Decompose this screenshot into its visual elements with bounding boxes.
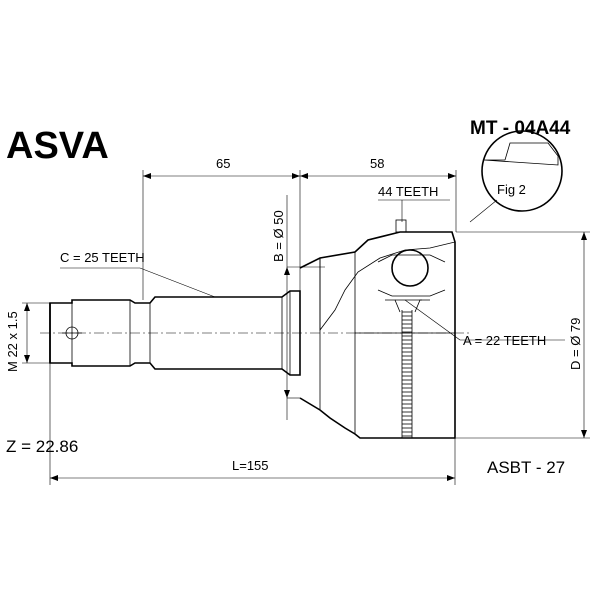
outer-joint xyxy=(299,219,456,439)
figure-detail: Fig 2 xyxy=(469,130,563,223)
detail-leader xyxy=(469,199,498,223)
z-value: Z = 22.86 xyxy=(6,437,78,456)
housing-top xyxy=(299,231,456,333)
b-diameter-label: B = Ø 50 xyxy=(271,210,286,262)
shaft-outline xyxy=(49,290,301,376)
ball xyxy=(391,249,429,287)
d-diameter-label: D = Ø 79 xyxy=(568,318,583,370)
housing-bottom xyxy=(299,333,456,439)
c-teeth-label: C = 25 TEETH xyxy=(60,250,145,265)
thread-label: M 22 x 1.5 xyxy=(5,311,20,372)
total-length-label: L=155 xyxy=(232,458,269,473)
dimension-lines: 65 58 44 TEETH B = Ø 50 C = 25 TEETH M 2… xyxy=(5,156,590,485)
housing-section xyxy=(319,231,456,332)
shaft xyxy=(49,290,301,376)
teeth-44-label: 44 TEETH xyxy=(378,184,438,199)
abs-ring-teeth xyxy=(402,311,412,437)
dim-58-label: 58 xyxy=(370,156,384,171)
c-teeth-leader xyxy=(139,267,216,298)
catalog-code: ASBT - 27 xyxy=(487,458,565,477)
a-teeth-label: A = 22 TEETH xyxy=(463,333,546,348)
part-number: MT - 04A44 xyxy=(470,118,571,139)
a-teeth-leader xyxy=(404,299,461,341)
dim-65-label: 65 xyxy=(216,156,230,171)
cage xyxy=(377,254,446,297)
figure-label: Fig 2 xyxy=(497,182,526,197)
brand-logo: ASVA xyxy=(6,125,109,167)
detail-circle xyxy=(481,130,563,212)
detail-profile xyxy=(483,142,559,166)
top-stud xyxy=(395,219,407,233)
